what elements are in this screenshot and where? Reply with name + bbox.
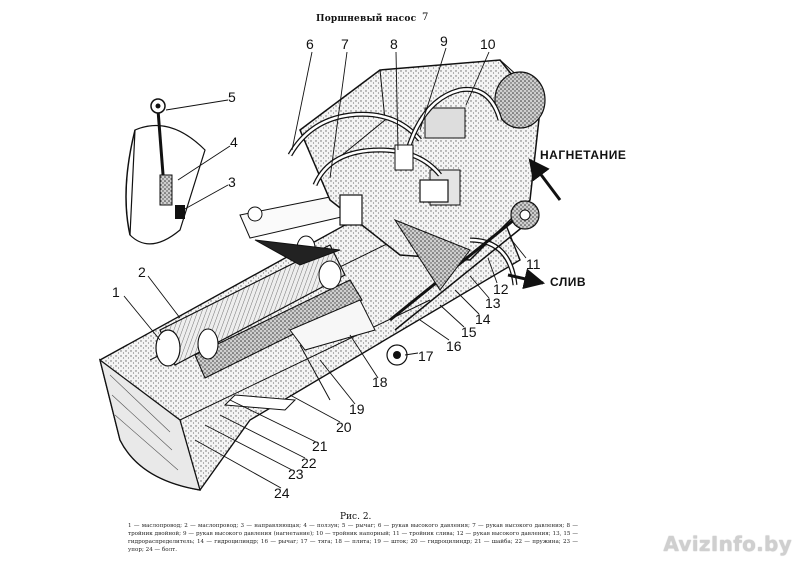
lower-cylinder	[194, 279, 363, 379]
callout-13: 13	[485, 295, 501, 311]
figure-caption-legend: 1 — маслопровод; 2 — маслопровод; 3 — на…	[128, 523, 578, 553]
callout-8: 8	[390, 36, 398, 52]
callout-15: 15	[461, 324, 477, 340]
lever-plate	[289, 299, 376, 351]
watermark-logo: AvizInfo.by	[663, 532, 792, 556]
figure-caption-title: Рис. 2.	[340, 512, 372, 522]
callout-22: 22	[301, 455, 317, 471]
callout-6: 6	[306, 36, 314, 52]
drain-arrow	[507, 268, 546, 290]
callout-2: 2	[138, 264, 146, 280]
callout-11: 11	[526, 256, 541, 272]
callout-23: 23	[288, 466, 304, 482]
trough-front-wall	[98, 358, 201, 491]
callout-4: 4	[230, 134, 238, 150]
callout-24: 24	[274, 485, 290, 501]
callout-18: 18	[372, 374, 388, 390]
callout-5: 5	[228, 89, 236, 105]
pressure-label: НАГНЕТАНИЕ	[540, 148, 627, 162]
callout-7: 7	[341, 36, 349, 52]
callout-14: 14	[475, 311, 491, 327]
callout-16: 16	[446, 338, 462, 354]
callout-1: 1	[112, 284, 120, 300]
pressure-arrow	[528, 158, 562, 201]
callout-17: 17	[418, 348, 434, 364]
callout-12: 12	[493, 281, 509, 297]
page-header-title: Поршневый насос	[316, 14, 417, 24]
callout-19: 19	[349, 401, 365, 417]
callout-20: 20	[336, 419, 352, 435]
callout-3: 3	[228, 174, 236, 190]
tee-fitting	[339, 194, 363, 226]
page-mark: 7	[422, 12, 429, 23]
callout-21: 21	[312, 438, 328, 454]
drain-label: СЛИВ	[550, 275, 587, 289]
callout-10: 10	[480, 36, 496, 52]
callout-9: 9	[440, 33, 448, 49]
